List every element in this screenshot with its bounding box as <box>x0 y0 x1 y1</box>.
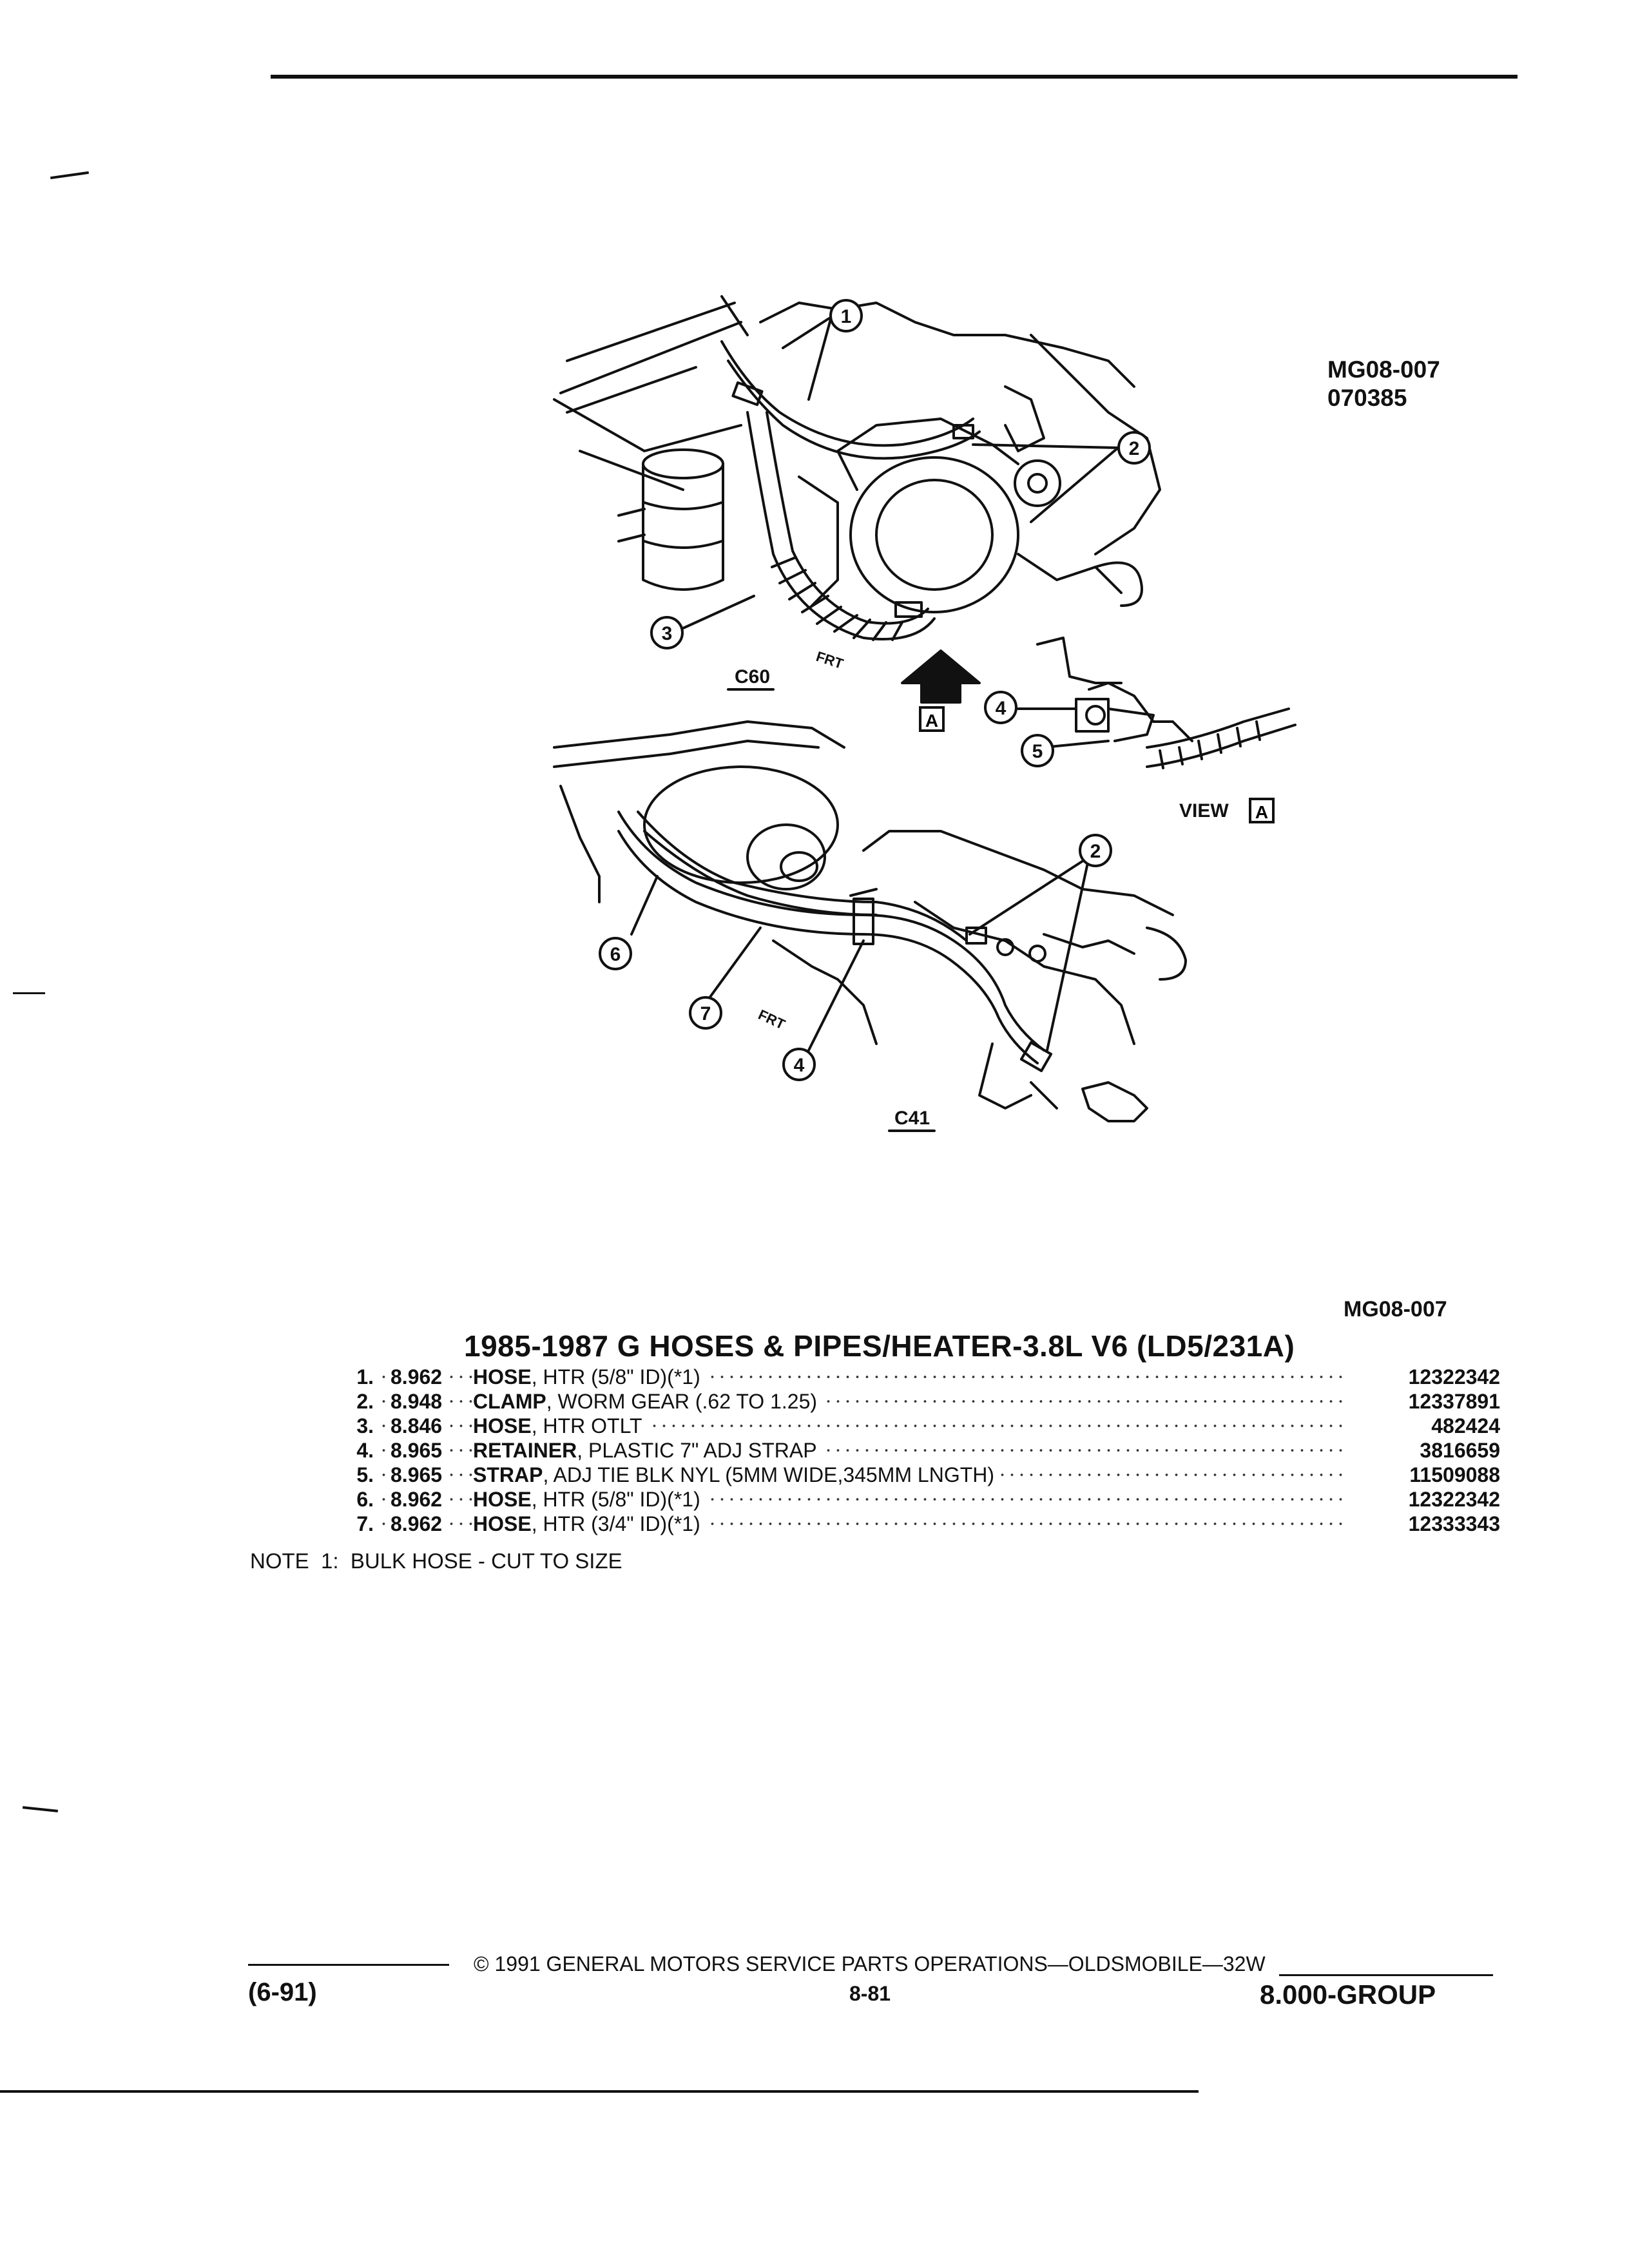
callout-2-upper: 2 <box>1129 438 1140 459</box>
part-number: 12337891 <box>1345 1389 1500 1414</box>
item-detail: , WORM GEAR (.62 TO 1.25) <box>546 1390 818 1413</box>
label-frt-upper: FRT <box>814 648 845 672</box>
leader-dots <box>340 1398 1349 1405</box>
part-row: 2. 8.948 CLAMP, WORM GEAR (.62 TO 1.25) … <box>340 1389 1500 1414</box>
caption-ref-code: MG08-007 <box>1344 1297 1447 1321</box>
part-number: 3816659 <box>1345 1438 1500 1463</box>
item-number: 4. <box>340 1438 380 1463</box>
part-row: 7. 8.962 HOSE, HTR (3/4" ID)(*1) 1233334… <box>340 1512 1500 1536</box>
item-description: HOSE, HTR (5/8" ID)(*1) <box>473 1487 707 1512</box>
label-c60: C60 <box>735 666 770 687</box>
part-number: 12333343 <box>1345 1512 1500 1536</box>
footer-group: 8.000-GROUP <box>1260 1979 1436 2010</box>
item-detail: , HTR (3/4" ID)(*1) <box>531 1512 700 1535</box>
callout-3: 3 <box>662 623 673 644</box>
callout-5: 5 <box>1032 741 1043 762</box>
part-number: 12322342 <box>1345 1365 1500 1389</box>
label-a-box-arrow: A <box>925 711 938 731</box>
item-description: HOSE, HTR (5/8" ID)(*1) <box>473 1365 707 1389</box>
item-code: 8.846 <box>390 1414 449 1438</box>
callout-7: 7 <box>700 1003 711 1024</box>
item-detail: , ADJ TIE BLK NYL (5MM WIDE,345MM LNGTH) <box>543 1463 995 1486</box>
label-c41: C41 <box>894 1108 930 1129</box>
label-a-box-view: A <box>1255 802 1268 822</box>
label-frt-lower: FRT <box>756 1006 788 1033</box>
footer-copyright: © 1991 GENERAL MOTORS SERVICE PARTS OPER… <box>474 1952 1266 1975</box>
item-description: HOSE, HTR (3/4" ID)(*1) <box>473 1512 707 1536</box>
item-name: HOSE <box>473 1414 532 1437</box>
bulk-hose-note: NOTE 1: BULK HOSE - CUT TO SIZE <box>250 1549 622 1573</box>
top-rule <box>271 75 1518 79</box>
item-name: RETAINER <box>473 1439 577 1462</box>
item-number: 6. <box>340 1487 380 1512</box>
item-name: STRAP <box>473 1463 543 1486</box>
item-number: 3. <box>340 1414 380 1438</box>
label-view: VIEW <box>1179 800 1229 822</box>
part-row: 3. 8.846 HOSE, HTR OTLT 482424 <box>340 1414 1500 1438</box>
part-row: 5. 8.965 STRAP, ADJ TIE BLK NYL (5MM WID… <box>340 1463 1500 1487</box>
callout-4-view-a: 4 <box>996 698 1007 719</box>
leader-dots <box>340 1496 1349 1503</box>
item-detail: , PLASTIC 7" ADJ STRAP <box>577 1439 817 1462</box>
part-row: 1. 8.962 HOSE, HTR (5/8" ID)(*1) 1232234… <box>340 1365 1500 1389</box>
item-number: 7. <box>340 1512 380 1536</box>
footer-page-number: 8-81 <box>849 1982 891 2005</box>
footer-rule-right <box>1279 1974 1493 1976</box>
bottom-rule <box>0 2090 1199 2093</box>
item-number: 5. <box>340 1463 380 1487</box>
item-code: 8.965 <box>390 1438 449 1463</box>
item-detail: , HTR (5/8" ID)(*1) <box>531 1488 700 1511</box>
item-detail: , HTR (5/8" ID)(*1) <box>531 1365 700 1389</box>
item-description: STRAP, ADJ TIE BLK NYL (5MM WIDE,345MM L… <box>473 1463 1001 1487</box>
engine-heater-hose-illustration: 1 2 3 4 5 2 6 7 4 C60 FRT C41 FRT VIEW A… <box>553 295 1296 1132</box>
figure-ref-code: MG08-007 <box>1327 356 1440 383</box>
item-code: 8.965 <box>390 1463 449 1487</box>
part-number: 482424 <box>1345 1414 1500 1438</box>
part-row: 4. 8.965 RETAINER, PLASTIC 7" ADJ STRAP … <box>340 1438 1500 1463</box>
item-number: 2. <box>340 1389 380 1414</box>
item-description: CLAMP, WORM GEAR (.62 TO 1.25) <box>473 1389 824 1414</box>
item-detail: , HTR OTLT <box>531 1414 642 1437</box>
item-name: CLAMP <box>473 1390 546 1413</box>
item-code: 8.962 <box>390 1512 449 1536</box>
item-code: 8.962 <box>390 1487 449 1512</box>
item-code: 8.962 <box>390 1365 449 1389</box>
callout-6: 6 <box>610 944 621 965</box>
part-number: 12322342 <box>1345 1487 1500 1512</box>
item-description: RETAINER, PLASTIC 7" ADJ STRAP <box>473 1438 824 1463</box>
leader-dots <box>340 1374 1349 1380</box>
leader-dots <box>340 1447 1349 1454</box>
section-title: 1985-1987 G HOSES & PIPES/HEATER-3.8L V6… <box>464 1329 1295 1363</box>
part-number: 11509088 <box>1345 1463 1500 1487</box>
margin-mark <box>22 1806 59 1812</box>
parts-list: 1. 8.962 HOSE, HTR (5/8" ID)(*1) 1232234… <box>340 1365 1500 1536</box>
item-name: HOSE <box>473 1512 532 1535</box>
item-name: HOSE <box>473 1365 532 1389</box>
item-description: HOSE, HTR OTLT <box>473 1414 649 1438</box>
callout-4-lower: 4 <box>794 1055 805 1076</box>
figure-ref-number: 070385 <box>1327 385 1407 411</box>
part-row: 6. 8.962 HOSE, HTR (5/8" ID)(*1) 1232234… <box>340 1487 1500 1512</box>
footer-rule-left <box>248 1964 449 1966</box>
leader-dots <box>340 1521 1349 1527</box>
callout-2-lower: 2 <box>1090 841 1101 862</box>
item-number: 1. <box>340 1365 380 1389</box>
item-name: HOSE <box>473 1488 532 1511</box>
margin-mark <box>13 992 45 994</box>
item-code: 8.948 <box>390 1389 449 1414</box>
leader-dots <box>340 1423 1349 1429</box>
footer-date-code: (6-91) <box>248 1978 317 2006</box>
callout-1: 1 <box>841 306 852 327</box>
